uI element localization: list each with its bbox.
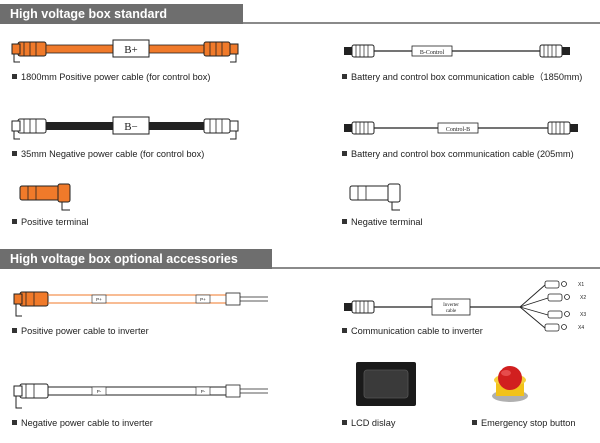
section-header-optional: High voltage box optional accessories pa… (0, 249, 600, 286)
comm-inv-end-3: X3 (580, 312, 586, 318)
caption-negative-inverter: Negative power cable to inverter (12, 418, 153, 429)
section-divider (272, 267, 600, 269)
section-title-optional: High voltage box optional accessories pa… (0, 249, 272, 286)
comm-inv-end-2: X2 (580, 295, 586, 301)
caption-comm-short: Battery and control box communication ca… (342, 149, 574, 160)
comm-inv-box-line1: Inverter (443, 303, 459, 308)
pos-inv-tag-2: P+ (200, 297, 206, 302)
comm-long-label: B-Control (420, 50, 445, 56)
neg-inv-tag-1: P- (97, 389, 102, 394)
section-header-standard: High voltage box standard configuration (0, 4, 600, 41)
caption-negative-cable: 35mm Negative power cable (for control b… (12, 149, 204, 160)
caption-positive-terminal: Positive terminal (12, 217, 88, 228)
section-title-standard: High voltage box standard configuration (0, 4, 243, 41)
comm-inv-end-1: X1 (578, 282, 584, 288)
section-divider (243, 22, 600, 24)
caption-estop: Emergency stop button (472, 418, 575, 429)
caption-comm-long: Battery and control box communication ca… (342, 72, 582, 83)
negative-cable-label: B− (124, 121, 138, 133)
comm-short-label: Control-B (446, 127, 470, 133)
caption-positive-cable: 1800mm Positive power cable (for control… (12, 72, 210, 83)
positive-cable-label: B+ (124, 44, 138, 56)
neg-inv-tag-2: P- (201, 389, 206, 394)
caption-lcd: LCD dislay (342, 418, 395, 429)
caption-negative-terminal: Negative terminal (342, 217, 423, 228)
comm-inv-end-4: X4 (578, 325, 584, 331)
comm-inv-box-line2: cable (446, 309, 457, 314)
pos-inv-tag-1: P+ (96, 297, 102, 302)
caption-positive-inverter: Positive power cable to inverter (12, 326, 149, 337)
caption-comm-inverter: Communication cable to inverter (342, 326, 483, 337)
